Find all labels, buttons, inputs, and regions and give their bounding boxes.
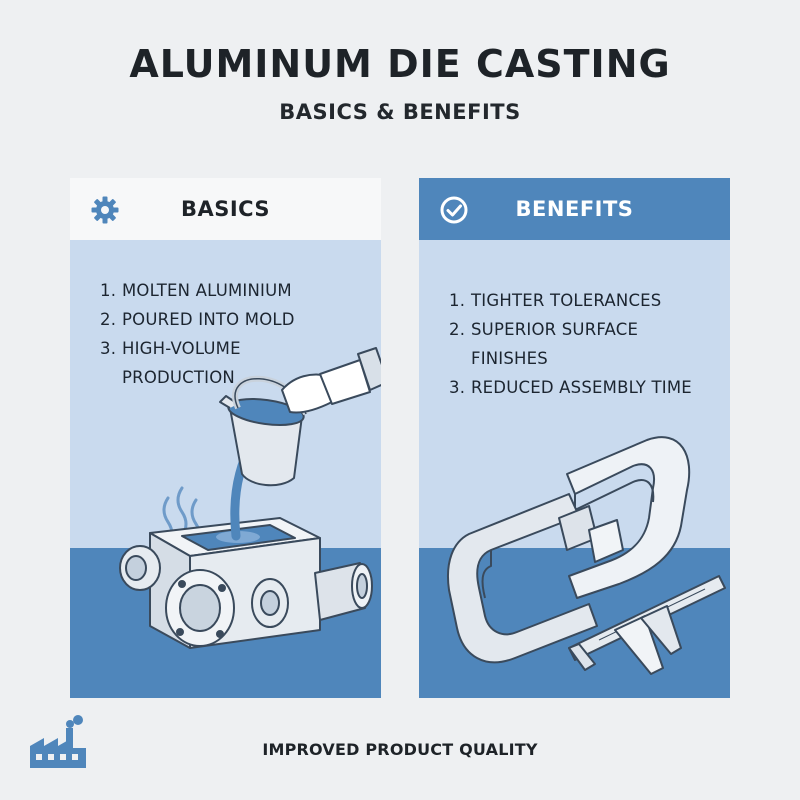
benefits-panel: BENEFITS 1. TIGHTER TOLERANCES 2. SUPERI…	[419, 178, 730, 698]
cast-part-and-caliper-icon	[447, 436, 726, 675]
basics-step-2: 2. POURED INTO MOLD	[100, 305, 367, 334]
factory-icon	[30, 715, 86, 768]
footer-caption: IMPROVED PRODUCT QUALITY	[262, 740, 538, 759]
step-number: 1.	[100, 281, 117, 300]
step-number: 3.	[449, 378, 466, 397]
basics-step-1: 1. MOLTEN ALUMINIUM	[100, 276, 367, 305]
page-title: ALUMINUM DIE CASTING	[129, 42, 671, 86]
step-text: TIGHTER TOLERANCES	[471, 291, 662, 310]
step-number: 2.	[449, 320, 466, 339]
step-text: MOLTEN ALUMINIUM	[122, 281, 292, 300]
basics-panel: BASICS 1. MOLTEN ALUMINIUM 2. POURED INT…	[70, 178, 381, 698]
page-subtitle: BASICS & BENEFITS	[279, 100, 521, 124]
step-text: REDUCED ASSEMBLY TIME	[471, 378, 692, 397]
step-number: 1.	[449, 291, 466, 310]
check-circle-icon	[440, 196, 468, 224]
step-text: SUPERIOR SURFACE FINISHES	[471, 320, 639, 368]
basics-steps: 1. MOLTEN ALUMINIUM 2. POURED INTO MOLD …	[100, 276, 367, 392]
step-number: 2.	[100, 310, 117, 329]
ladle-pouring-molten-metal-into-mold-icon	[119, 347, 381, 649]
benefits-step-3: 3. REDUCED ASSEMBLY TIME	[449, 373, 716, 402]
benefits-header: BENEFITS	[419, 178, 730, 240]
benefits-step-1: 1. TIGHTER TOLERANCES	[449, 286, 716, 315]
basics-step-3: 3. HIGH-VOLUME PRODUCTION	[100, 334, 367, 392]
benefits-step-2: 2. SUPERIOR SURFACE FINISHES	[449, 315, 716, 373]
step-text: HIGH-VOLUME PRODUCTION	[122, 339, 241, 387]
basics-header: BASICS	[70, 178, 381, 240]
gear-icon	[91, 196, 119, 224]
step-number: 3.	[100, 339, 117, 358]
basics-heading: BASICS	[180, 197, 271, 221]
step-text: POURED INTO MOLD	[122, 310, 295, 329]
benefits-steps: 1. TIGHTER TOLERANCES 2. SUPERIOR SURFAC…	[449, 286, 716, 402]
benefits-heading: BENEFITS	[515, 197, 634, 221]
